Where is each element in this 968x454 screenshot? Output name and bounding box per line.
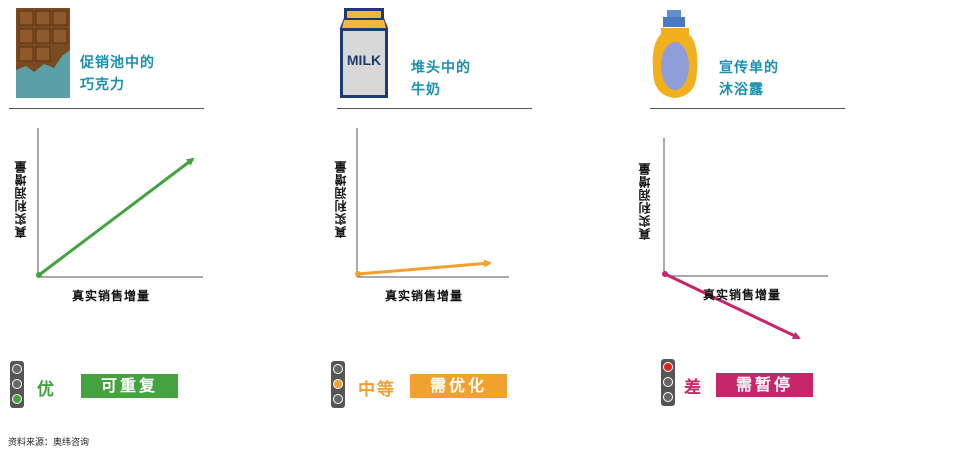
shower-gel-divider [650, 108, 845, 109]
chocolate-title: 促销池中的 巧克力 [80, 52, 200, 96]
chocolate-bar-icon [16, 8, 70, 98]
milk-title-line1: 堆头中的 [411, 60, 471, 76]
milk-carton-icon: MILK [338, 4, 390, 100]
milk-trend-arrow [357, 259, 492, 276]
chocolate-title-line1: 促销池中的 [80, 55, 155, 71]
chocolate-x-axis-label: 真实销售增量 [72, 289, 151, 303]
milk-divider [337, 108, 532, 109]
shower-gel-rating: 差 [684, 378, 703, 398]
traffic-light-red-icon [661, 359, 675, 406]
milk-x-axis-label: 真实销售增量 [385, 289, 464, 303]
shower-gel-action-badge: 需暂停 [716, 373, 813, 397]
chocolate-divider [9, 108, 204, 109]
milk-label: MILK [346, 52, 382, 68]
shower-gel-bottle-icon [651, 10, 699, 100]
chocolate-rating: 优 [37, 380, 56, 400]
milk-action-badge: 需优化 [410, 374, 507, 398]
shower-gel-title-line1: 宣传单的 [719, 60, 779, 76]
shower-gel-x-axis-label: 真实销售增量 [703, 288, 782, 302]
chocolate-trend-arrow [38, 157, 195, 277]
chocolate-title-line2: 巧克力 [80, 77, 125, 93]
shower-gel-y-axis-label: 真实利润增量 [638, 162, 652, 240]
traffic-light-yellow-icon [331, 361, 345, 408]
chocolate-y-axis-label: 真实利润增量 [14, 160, 28, 238]
chocolate-action-badge: 可重复 [81, 374, 178, 398]
traffic-light-green-icon [10, 361, 24, 408]
milk-title: 堆头中的 牛奶 [411, 57, 531, 101]
milk-rating: 中等 [358, 380, 396, 400]
shower-gel-trend-arrow [664, 272, 801, 340]
milk-y-axis-label: 真实利润增量 [334, 160, 348, 238]
milk-title-line2: 牛奶 [411, 82, 441, 98]
shower-gel-title-line2: 沐浴露 [719, 82, 764, 98]
shower-gel-title: 宣传单的 沐浴露 [719, 57, 839, 101]
source-note: 资料来源：奥纬咨询 [8, 438, 90, 448]
